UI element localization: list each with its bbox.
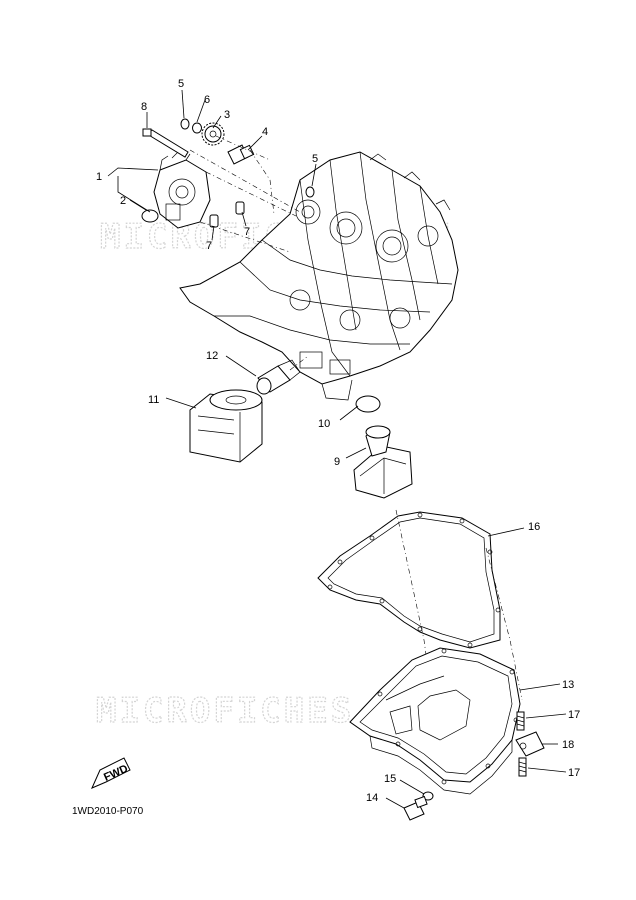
pump-bolt <box>142 128 189 158</box>
callout-7b: 7 <box>206 240 212 252</box>
callout-17b: 17 <box>568 767 580 779</box>
callout-7a: 7 <box>244 226 250 238</box>
callout-1: 1 <box>96 171 102 183</box>
pan-bolt-upper <box>516 711 525 731</box>
callout-13: 13 <box>562 679 574 691</box>
dowel-pin-a <box>235 201 245 215</box>
callout-6: 6 <box>204 94 210 106</box>
assembly-line-pan <box>395 509 523 701</box>
hose-clamp <box>515 731 545 757</box>
callout-12: 12 <box>206 350 218 362</box>
fwd-arrow-icon: FWD <box>91 757 131 789</box>
drain-gasket <box>422 791 434 801</box>
oil-pan <box>349 647 521 795</box>
callout-10: 10 <box>318 418 330 430</box>
oil-pan-gasket <box>317 511 501 649</box>
oil-strainer <box>353 425 413 499</box>
strainer-seal <box>355 395 381 413</box>
callout-16: 16 <box>528 521 540 533</box>
callout-17a: 17 <box>568 709 580 721</box>
pump-shaft <box>227 144 255 165</box>
callout-8: 8 <box>141 101 147 113</box>
callout-15: 15 <box>384 773 396 785</box>
pan-bolt-lower <box>518 757 527 777</box>
callout-5b: 5 <box>312 153 318 165</box>
crankcase <box>179 151 459 401</box>
callout-14: 14 <box>366 792 378 804</box>
callout-9: 9 <box>334 456 340 468</box>
assembly-line-pump <box>189 135 301 253</box>
assembly-line-union <box>289 355 309 371</box>
o-ring <box>141 209 159 223</box>
dowel-pin-b <box>209 214 219 228</box>
driven-gear <box>201 122 225 146</box>
circlip-top <box>180 118 190 130</box>
callout-11: 11 <box>148 394 159 406</box>
washer <box>192 122 202 134</box>
filter-union <box>256 359 301 395</box>
leader-lines <box>107 89 567 809</box>
callout-18: 18 <box>562 739 574 751</box>
oil-filter <box>189 389 263 463</box>
callout-3: 3 <box>224 109 230 121</box>
callout-4: 4 <box>262 126 268 138</box>
drain-bolt <box>403 795 428 821</box>
callout-2: 2 <box>120 195 126 207</box>
fwd-label: FWD <box>102 763 130 784</box>
callout-5a: 5 <box>178 78 184 90</box>
diagram-code: 1WD2010-P070 <box>72 806 144 817</box>
circlip-case <box>305 186 315 198</box>
